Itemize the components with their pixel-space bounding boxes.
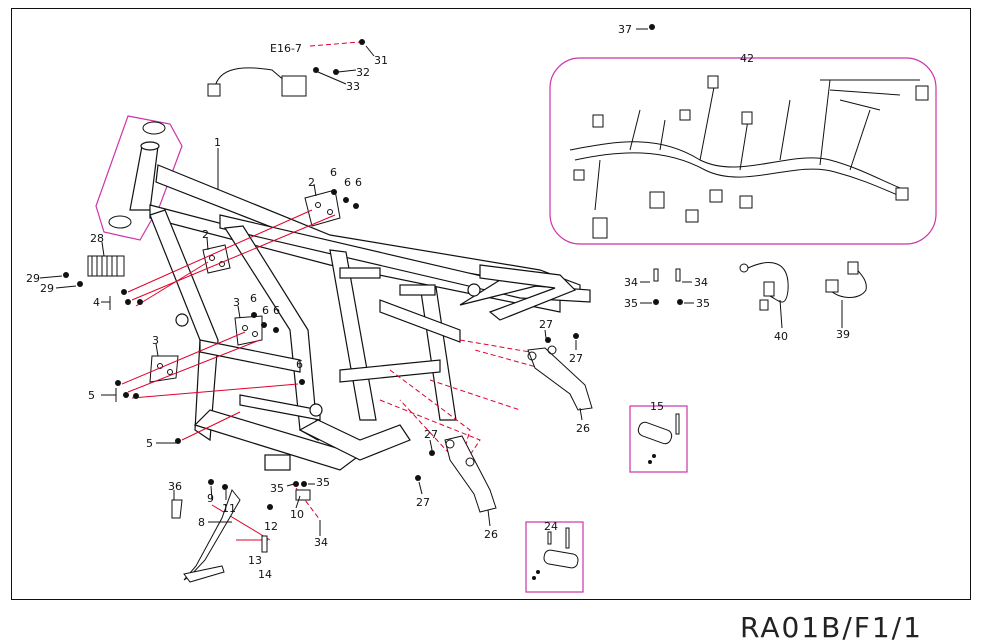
main-frame: [129, 141, 591, 471]
callout-29: 29: [26, 272, 40, 285]
side-stand: [183, 488, 268, 583]
callout-4: 4: [93, 296, 100, 309]
steering-head-group-outline: [95, 115, 183, 241]
callout-27: 27: [416, 496, 430, 509]
callout-27: 27: [424, 428, 438, 441]
clip-36: [171, 499, 183, 519]
callout-36: 36: [168, 480, 182, 493]
callout-1: 1: [214, 136, 221, 149]
callout-5: 5: [146, 437, 153, 450]
stand-switch-bracket: [295, 489, 311, 501]
drawing-frame: [11, 8, 971, 600]
callout-3: 3: [152, 334, 159, 347]
callout-6: 6: [273, 304, 280, 317]
footrest-15-group-outline: [629, 405, 688, 473]
reference-code: RA01B/F1/1: [740, 611, 923, 644]
callout-28: 28: [90, 232, 104, 245]
callout-leaders: [39, 28, 843, 553]
wiring-harness: [569, 75, 929, 239]
regulator-rectifier: [87, 255, 125, 277]
callout-10: 10: [290, 508, 304, 521]
callout-6: 6: [344, 176, 351, 189]
sensor-e16-7: [207, 67, 307, 97]
callout-6: 6: [355, 176, 362, 189]
callout-6: 6: [262, 304, 269, 317]
callout-35: 35: [316, 476, 330, 489]
sub-assembly-label: E16-7: [270, 42, 302, 55]
callout-34: 34: [314, 536, 328, 549]
callout-27: 27: [569, 352, 583, 365]
steering-bearing-cap-upper: [142, 121, 166, 135]
callout-31: 31: [374, 54, 388, 67]
footrest-bracket-left: [444, 435, 497, 513]
callout-37: 37: [618, 23, 632, 36]
cable-40: [739, 262, 789, 311]
leader-lines-red: [121, 41, 542, 541]
callout-27: 27: [539, 318, 553, 331]
callout-2: 2: [308, 176, 315, 189]
callout-15: 15: [650, 400, 664, 413]
footrest-bracket-right: [527, 345, 593, 411]
fastener-set: [63, 24, 683, 510]
footrest-24: [532, 527, 579, 580]
callout-14: 14: [258, 568, 272, 581]
callout-8: 8: [198, 516, 205, 529]
callout-35: 35: [624, 297, 638, 310]
footrest-24-group-outline: [525, 521, 584, 593]
callout-34: 34: [694, 276, 708, 289]
callout-11: 11: [222, 502, 236, 515]
callout-39: 39: [836, 328, 850, 341]
callout-32: 32: [356, 66, 370, 79]
callout-13: 13: [248, 554, 262, 567]
callout-12: 12: [264, 520, 278, 533]
callout-42: 42: [740, 52, 754, 65]
callout-34: 34: [624, 276, 638, 289]
callout-40: 40: [774, 330, 788, 343]
callout-29: 29: [40, 282, 54, 295]
engine-mount-bracket-mid: [202, 244, 231, 274]
callout-6: 6: [296, 358, 303, 371]
callout-26: 26: [484, 528, 498, 541]
callout-33: 33: [346, 80, 360, 93]
callout-5: 5: [88, 389, 95, 402]
callout-numbers: 1 2 2 3 3 4 5 5 6 6 6 6 6 6 6 8 9 10 11 …: [26, 23, 850, 581]
cable-39: [825, 261, 867, 298]
steering-bearing-cap-lower: [108, 215, 132, 229]
callout-35: 35: [270, 482, 284, 495]
callout-9: 9: [207, 492, 214, 505]
wiring-harness-group-outline: [549, 57, 937, 245]
footrest-15: [637, 413, 680, 464]
callout-26: 26: [576, 422, 590, 435]
callout-35: 35: [696, 297, 710, 310]
callout-24: 24: [544, 520, 558, 533]
callout-3: 3: [233, 296, 240, 309]
callout-6: 6: [330, 166, 337, 179]
callout-2: 2: [202, 228, 209, 241]
callout-6: 6: [250, 292, 257, 305]
